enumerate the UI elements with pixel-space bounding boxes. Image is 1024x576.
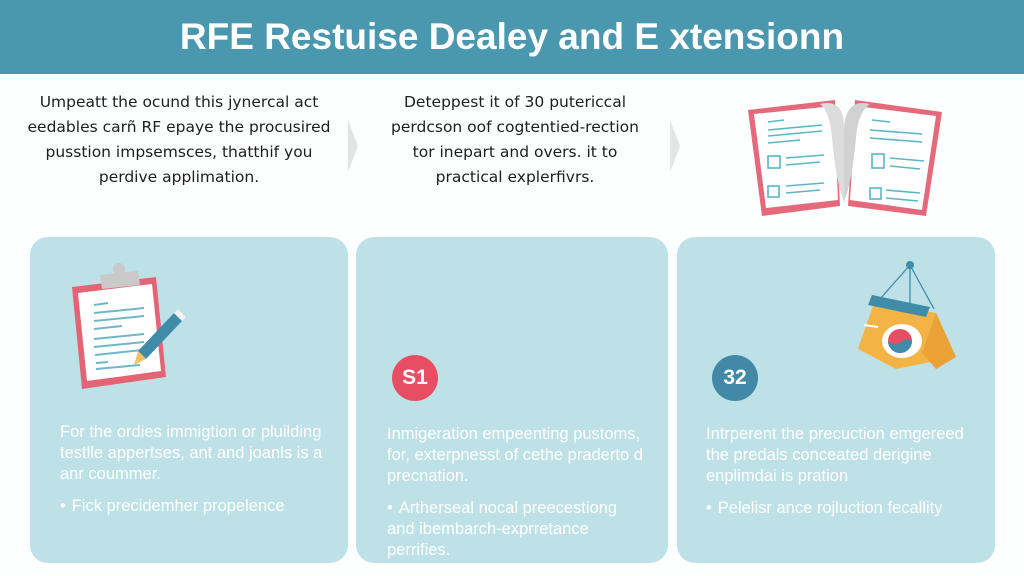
step-badge: 32 xyxy=(712,355,758,401)
page-title: RFE Restuise Dealey and E xtensionn xyxy=(179,16,845,57)
step-badge: S1 xyxy=(392,355,438,401)
card-description: For the ordies immigtion or pluilding te… xyxy=(60,423,323,483)
card-description: Intrperent the precuction emgereed the p… xyxy=(706,425,964,485)
step-card-2: S1 Inmigeration empeenting pustoms, for,… xyxy=(356,237,668,563)
intro-text-middle: Deteppest it of 30 putericcal perdcson o… xyxy=(391,93,639,186)
clipboard-pencil-icon xyxy=(72,263,186,389)
card-description: Inmigeration empeenting pustoms, for, ex… xyxy=(387,425,643,485)
bullet-text: Pelelisr ance rojluction fecallity xyxy=(717,499,943,517)
step-card-1: For the ordies immigtion or pluilding te… xyxy=(30,237,348,563)
card-bullet: •Pelelisr ance rojluction fecallity xyxy=(706,499,943,517)
hanging-crate-icon xyxy=(858,261,956,369)
bullet-text: Fick precidemher propelence xyxy=(71,497,285,515)
bullet-text: Artherseal nocal preecestiong and ibemba… xyxy=(387,499,618,559)
intro-text-left: Umpeatt the ocund this jynercal act eeda… xyxy=(27,93,331,186)
card-text: Intrperent the precuction emgereed the p… xyxy=(706,424,975,519)
card-text: Inmigeration empeenting pustoms, for, ex… xyxy=(387,424,648,561)
header-banner: RFE Restuise Dealey and E xtensionn xyxy=(0,0,1024,74)
card-bullet: •Artherseal nocal preecestiong and ibemb… xyxy=(387,499,618,559)
chevron-right-icon xyxy=(348,120,358,172)
step-card-3: 32 Intrperent the precuction emgereed th… xyxy=(677,237,995,563)
card-bullet: •Fick precidemher propelence xyxy=(60,497,285,515)
card-text: For the ordies immigtion or pluilding te… xyxy=(60,422,328,517)
open-book-icon xyxy=(748,100,942,216)
chevron-right-icon xyxy=(670,120,680,172)
